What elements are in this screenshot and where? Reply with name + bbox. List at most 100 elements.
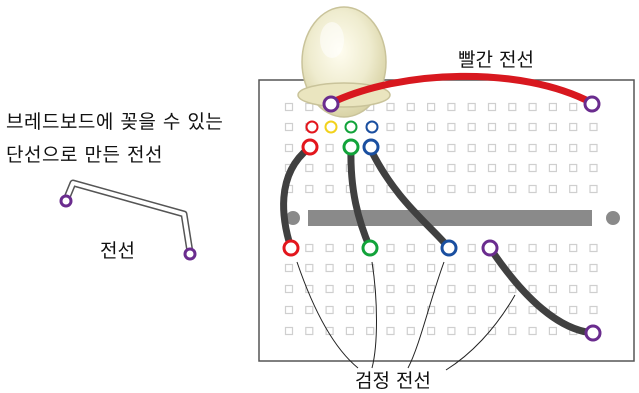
breadboard-hole [548,326,558,336]
breadboard-hole [487,284,497,294]
breadboard-hole [467,243,476,253]
breadboard-hole [447,184,456,194]
breadboard-hole [305,326,314,336]
breadboard-hole [406,263,415,273]
breadboard-hole [447,122,456,132]
breadboard-hole [508,163,517,173]
breadboard-hole [508,326,517,336]
breadboard-hole [528,243,537,253]
breadboard-hole [386,163,395,173]
endpoint-green-bottom [361,239,379,257]
breadboard-hole [284,326,294,336]
breadboard-hole [487,102,497,112]
breadboard-hole [467,326,476,336]
endpoint-blue-top [362,138,380,156]
mount-hole-left [286,211,300,225]
breadboard-hole [467,305,476,315]
breadboard-hole [548,143,558,153]
breadboard-hole [284,102,294,112]
breadboard-hole [589,184,598,194]
breadboard-hole [284,122,294,132]
endpoint-red-top [301,138,319,156]
label-leaders [296,261,516,371]
breadboard-hole [305,284,314,294]
endpoint-red-bottom [282,239,300,257]
breadboard-hole [366,326,375,336]
endpoint-green-top [342,138,360,156]
breadboard-hole [284,284,294,294]
breadboard-hole [487,122,497,132]
breadboard-hole [427,102,436,112]
breadboard-hole [366,284,375,294]
breadboard-hole [548,263,558,273]
breadboard-hole [589,243,598,253]
breadboard-hole [569,284,578,294]
breadboard-hole [467,163,476,173]
breadboard-hole [386,243,395,253]
breadboard-hole [325,263,334,273]
breadboard-hole [528,184,537,194]
breadboard-hole [325,243,334,253]
breadboard-hole [284,143,294,153]
breadboard-hole [487,184,497,194]
breadboard-hole [569,263,578,273]
breadboard-hole [386,305,395,315]
breadboard-hole [589,163,598,173]
breadboard-hole [427,243,436,253]
breadboard-hole [366,184,375,194]
breadboard-hole [427,163,436,173]
breadboard-hole [508,263,517,273]
mount-hole-right [606,211,620,225]
breadboard-hole [345,326,354,336]
breadboard-hole [345,243,354,253]
breadboard-hole [467,184,476,194]
center-divider [308,210,592,226]
breadboard-hole [589,284,598,294]
description-line-2: 단선으로 만든 전선 [6,144,163,166]
endpoint-purple-bottom [584,324,602,342]
breadboard-hole [406,184,415,194]
breadboard-hole [386,143,395,153]
breadboard-hole [427,263,436,273]
breadboard-hole [427,184,436,194]
breadboard-hole [528,163,537,173]
breadboard-hole [406,102,415,112]
breadboard-hole [427,143,436,153]
breadboard-hole [386,102,395,112]
breadboard-hole [325,184,334,194]
breadboard-hole [548,163,558,173]
breadboard-hole [345,305,354,315]
breadboard-hole [406,122,415,132]
breadboard-hole [447,263,456,273]
led-pin-rings [305,120,379,134]
endpoint-red-wire-right [583,95,601,113]
breadboard-hole [548,102,558,112]
breadboard-hole [548,184,558,194]
breadboard-hole [325,143,334,153]
breadboard-hole [569,122,578,132]
breadboard-hole [528,263,537,273]
breadboard-hole [528,326,537,336]
breadboard-hole [366,163,375,173]
breadboard-hole [366,263,375,273]
breadboard-hole [447,163,456,173]
breadboard-hole [508,184,517,194]
wire-endpoints [282,95,602,342]
endpoint-red-wire-led [322,95,340,113]
breadboard-hole [284,305,294,315]
breadboard-hole [589,143,598,153]
breadboard-hole [305,263,314,273]
breadboard-hole [467,122,476,132]
breadboard-hole [406,326,415,336]
breadboard-hole [548,284,558,294]
breadboard-hole [508,243,517,253]
breadboard-hole [569,305,578,315]
breadboard-hole [406,284,415,294]
breadboard-hole [487,263,497,273]
black-wire-1 [280,144,313,252]
endpoint-blue-bottom [440,239,458,257]
breadboard-hole [366,305,375,315]
breadboard-hole [345,263,354,273]
breadboard-hole [589,122,598,132]
